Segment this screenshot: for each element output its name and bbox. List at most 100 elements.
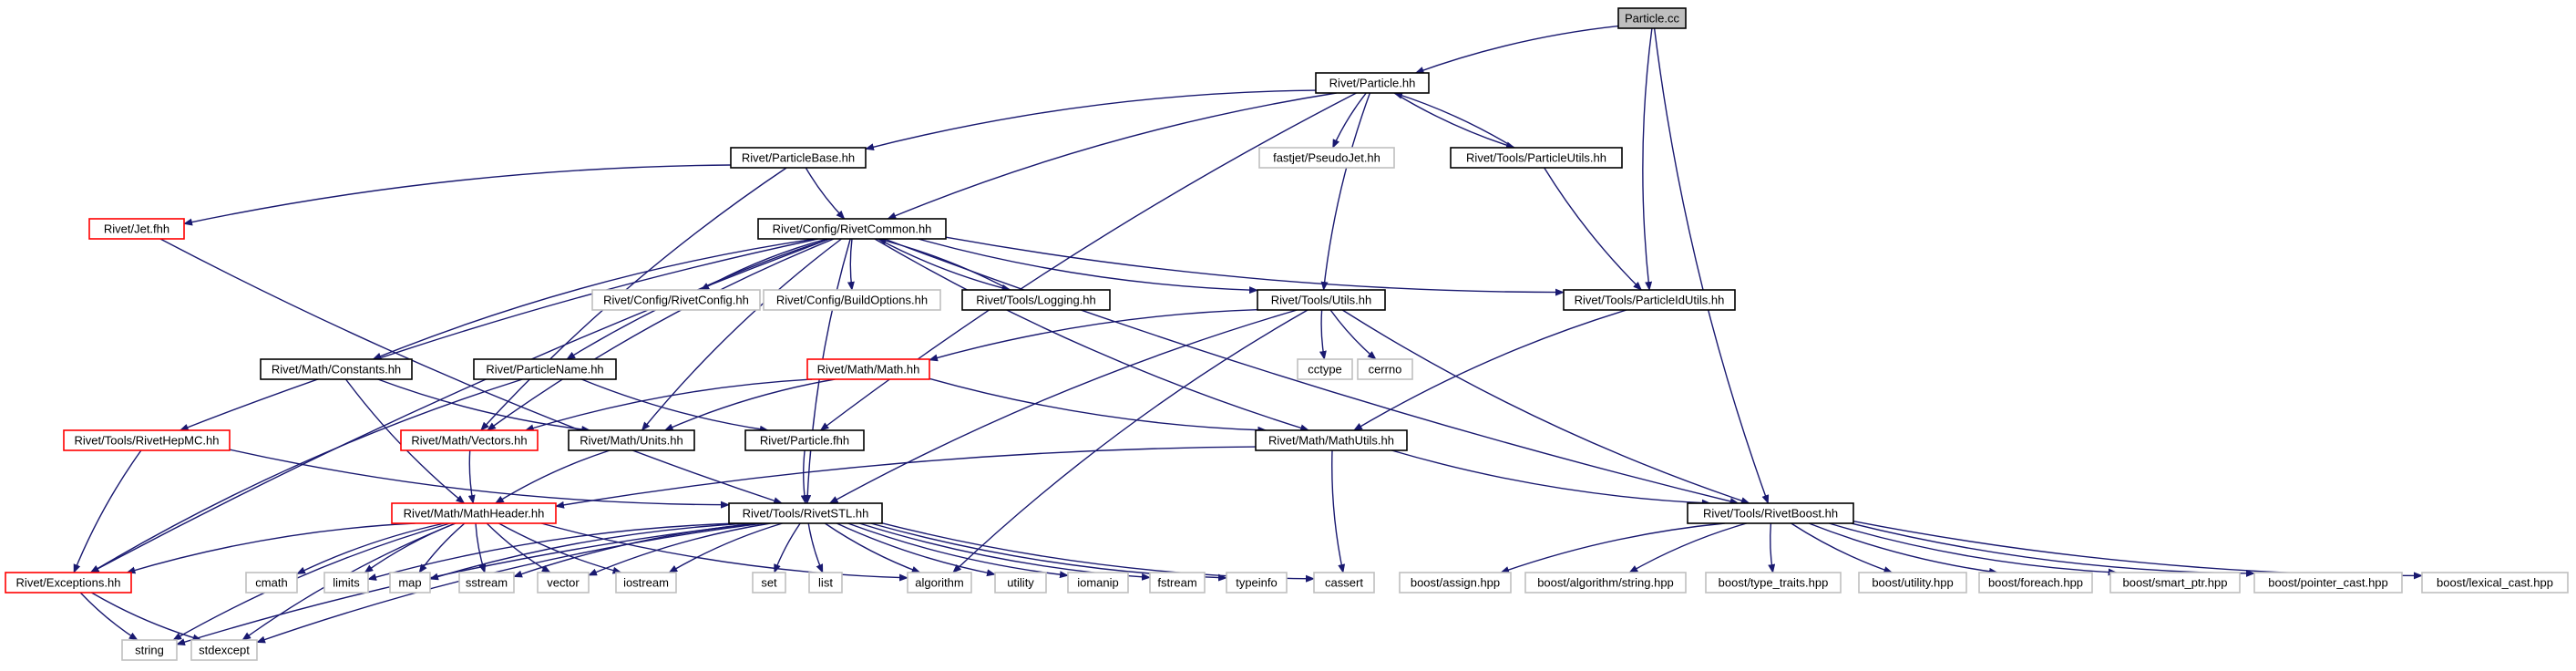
node-particleutils-hh[interactable]: Rivet/Tools/ParticleUtils.hh <box>1450 147 1623 169</box>
node-label: Rivet/Tools/ParticleIdUtils.hh <box>1575 294 1725 307</box>
node-constants-hh[interactable]: Rivet/Math/Constants.hh <box>260 358 413 380</box>
node-particlename-hh[interactable]: Rivet/ParticleName.hh <box>473 358 617 380</box>
edge-exceptions_hh-to-stdexcept <box>91 592 202 642</box>
node-map: map <box>389 572 431 594</box>
edge-rivetboost_hh-to-boost_smart_ptr <box>1829 522 2118 576</box>
node-label: Rivet/Exceptions.hh <box>16 576 121 590</box>
node-label: Rivet/Config/RivetCommon.hh <box>773 222 932 236</box>
edge-particlename_hh-to-particle_fhh <box>580 378 769 433</box>
node-jet-fhh[interactable]: Rivet/Jet.fhh <box>88 218 185 240</box>
edge-particle_cc-to-rivetboost_hh <box>1653 27 1770 504</box>
node-units-hh[interactable]: Rivet/Math/Units.hh <box>568 429 695 451</box>
node-label: boost/algorithm/string.hpp <box>1537 576 1674 590</box>
edge-particle_cc-to-particleidutils_hh <box>1642 27 1653 291</box>
node-box <box>1149 572 1206 594</box>
node-label: Rivet/Tools/RivetBoost.hh <box>1703 507 1838 521</box>
edge-logging_hh-to-rivetcommon_hh <box>877 237 1011 291</box>
edge-rivetboost_hh-to-boost_assign <box>1500 522 1725 573</box>
node-particle-fhh[interactable]: Rivet/Particle.fhh <box>744 429 865 451</box>
node-box <box>1617 7 1687 29</box>
node-label: Rivet/Config/BuildOptions.hh <box>776 294 928 307</box>
edge-particle_hh-to-particlebase_hh <box>865 89 1317 151</box>
node-box <box>907 572 972 594</box>
edge-rivetcommon_hh-to-utils_hh <box>918 238 1258 294</box>
node-label: Rivet/Math/MathUtils.hh <box>1268 434 1394 448</box>
node-rivetboost-hh[interactable]: Rivet/Tools/RivetBoost.hh <box>1687 502 1854 524</box>
node-label: cctype <box>1308 363 1342 377</box>
edge-particle_hh-to-rivetcommon_hh <box>887 92 1337 220</box>
node-label: Rivet/Tools/RivetSTL.hh <box>743 507 869 521</box>
node-box <box>323 572 369 594</box>
node-list: list <box>808 572 843 594</box>
node-box <box>615 572 677 594</box>
edge-utils_hh-to-cerrno <box>1329 309 1377 360</box>
edge-rivetboost_hh-to-boost_pointer_cast <box>1851 522 2255 577</box>
node-label: Rivet/Tools/Logging.hh <box>976 294 1096 307</box>
node-box <box>568 429 695 451</box>
edge-utils_hh-to-algorithm <box>952 309 1309 573</box>
node-utils-hh[interactable]: Rivet/Tools/Utils.hh <box>1257 289 1386 311</box>
edge-vectors_hh-to-mathheader_hh <box>467 449 476 504</box>
node-box <box>1705 572 1842 594</box>
edge-particlename_hh-to-exceptions_hh <box>89 378 523 573</box>
node-box <box>537 572 590 594</box>
node-boost-algo-string: boost/algorithm/string.hpp <box>1524 572 1687 594</box>
edge-rivetcommon_hh-to-logging_hh <box>877 238 1011 292</box>
edge-particleutils_hh-to-particle_hh <box>1393 91 1515 149</box>
node-mathheader-hh[interactable]: Rivet/Math/MathHeader.hh <box>391 502 557 524</box>
node-label: Rivet/Jet.fhh <box>104 222 169 236</box>
node-rivetstl-hh[interactable]: Rivet/Tools/RivetSTL.hh <box>728 502 883 524</box>
edge-rivetstl_hh-to-typeinfo <box>870 522 1227 582</box>
node-logging-hh[interactable]: Rivet/Tools/Logging.hh <box>961 289 1111 311</box>
node-box <box>88 218 185 240</box>
node-typeinfo: typeinfo <box>1226 572 1288 594</box>
node-label: stdexcept <box>199 644 250 657</box>
node-buildoptions-hh: Rivet/Config/BuildOptions.hh <box>763 289 941 311</box>
node-label: Rivet/Particle.hh <box>1329 77 1416 90</box>
node-label: Rivet/ParticleBase.hh <box>742 151 855 165</box>
node-set: set <box>752 572 786 594</box>
node-particle-hh[interactable]: Rivet/Particle.hh <box>1315 72 1430 94</box>
node-rivetconfig-hh: Rivet/Config/RivetConfig.hh <box>591 289 761 311</box>
edge-rivetstl_hh-to-limits <box>367 522 740 581</box>
node-math-hh[interactable]: Rivet/Math/Math.hh <box>806 358 930 380</box>
node-vectors-hh[interactable]: Rivet/Math/Vectors.hh <box>400 429 539 451</box>
node-label: limits <box>333 576 360 590</box>
edge-rivetboost_hh-to-boost_algo_string <box>1628 522 1747 573</box>
edge-particlebase_hh-to-jet_fhh <box>183 164 732 226</box>
node-label: boost/pointer_cast.hpp <box>2268 576 2388 590</box>
node-fstream: fstream <box>1149 572 1206 594</box>
node-box <box>1563 289 1736 311</box>
node-box <box>1399 572 1512 594</box>
edge-utils_hh-to-math_hh <box>929 309 1258 362</box>
node-particlebase-hh[interactable]: Rivet/ParticleBase.hh <box>730 147 867 169</box>
edge-particleutils_hh-to-particleidutils_hh <box>1544 167 1643 291</box>
node-boost-smart-ptr: boost/smart_ptr.hpp <box>2109 572 2241 594</box>
node-boost-lexical-cast: boost/lexical_cast.hpp <box>2421 572 2569 594</box>
node-box <box>391 502 557 524</box>
node-box <box>730 147 867 169</box>
node-label: typeinfo <box>1236 576 1278 590</box>
node-label: cmath <box>255 576 287 590</box>
node-label: Rivet/Math/Vectors.hh <box>411 434 527 448</box>
node-rivethepmc-hh[interactable]: Rivet/Tools/RivetHepMC.hh <box>63 429 231 451</box>
node-box <box>808 572 843 594</box>
node-mathutils-hh[interactable]: Rivet/Math/MathUtils.hh <box>1255 429 1408 451</box>
node-box <box>473 358 617 380</box>
node-label: fastjet/PseudoJet.hh <box>1273 151 1380 165</box>
node-particleidutils-hh[interactable]: Rivet/Tools/ParticleIdUtils.hh <box>1563 289 1736 311</box>
node-label: cerrno <box>1369 363 1402 377</box>
node-box <box>1978 572 2093 594</box>
edge-particle_hh-to-utils_hh <box>1320 92 1371 291</box>
node-rivetcommon-hh[interactable]: Rivet/Config/RivetCommon.hh <box>757 218 947 240</box>
edge-rivetcommon_hh-to-particleidutils_hh <box>945 236 1565 296</box>
node-label: fstream <box>1157 576 1196 590</box>
edge-rivetcommon_hh-to-exceptions_hh <box>89 238 830 573</box>
edge-exceptions_hh-to-string <box>79 592 139 641</box>
edge-rivetstl_hh-to-utility <box>836 522 996 577</box>
node-label: map <box>398 576 421 590</box>
node-box <box>752 572 786 594</box>
node-particle-cc[interactable]: Particle.cc <box>1617 7 1687 29</box>
node-box <box>1687 502 1854 524</box>
node-exceptions-hh[interactable]: Rivet/Exceptions.hh <box>5 572 132 594</box>
